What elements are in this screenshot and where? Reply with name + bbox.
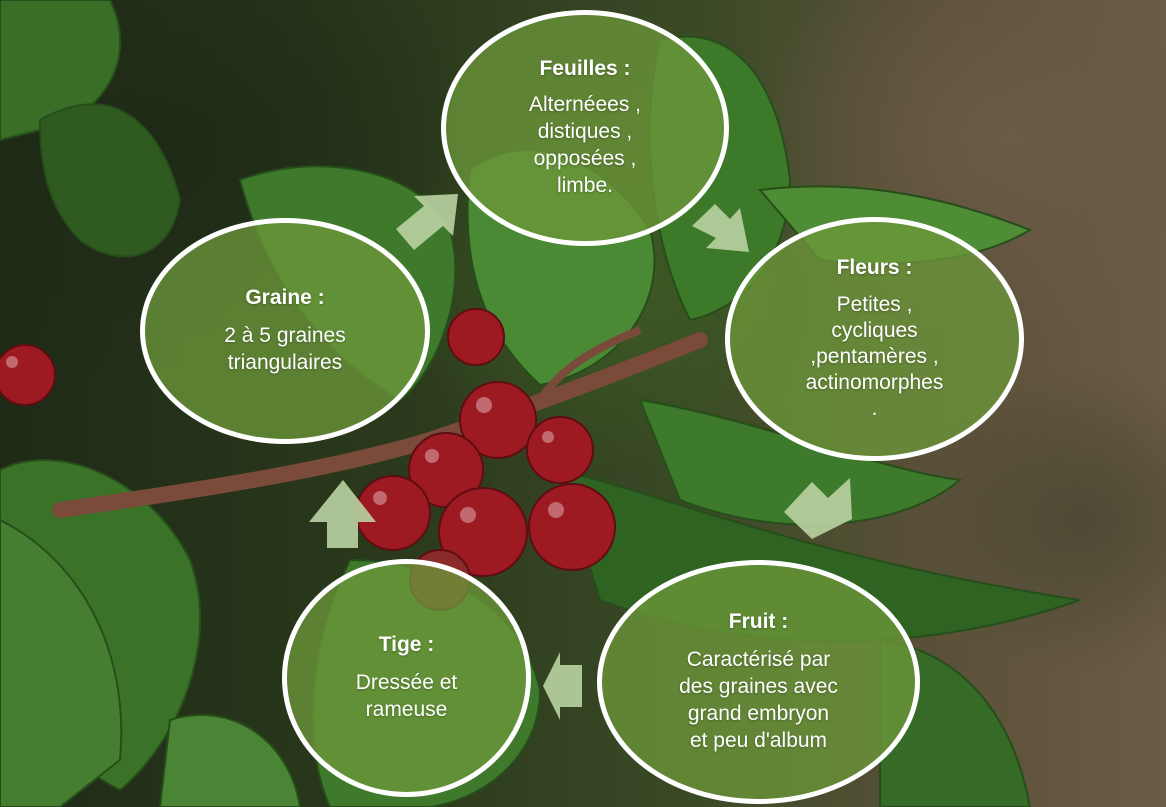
tige-text: Dressée et rameuse [356, 669, 458, 723]
fruit-text: Caractérisé par des graines avec grand e… [679, 646, 838, 754]
feuilles-title: Feuilles : [539, 57, 630, 81]
fleurs-node: Fleurs : Petites , cycliques ,pentamères… [725, 217, 1024, 461]
fruit-node: Fruit : Caractérisé par des graines avec… [597, 560, 920, 804]
tige-title: Tige : [379, 633, 435, 657]
feuilles-text: Alternéees , distiques , opposées , limb… [529, 91, 641, 199]
tige-node: Tige : Dressée et rameuse [282, 559, 531, 797]
fleurs-text: Petites , cycliques ,pentamères , actino… [806, 292, 944, 422]
fruit-title: Fruit : [729, 610, 788, 634]
graine-node: Graine : 2 à 5 graines triangulaires [140, 218, 430, 444]
fleurs-title: Fleurs : [837, 256, 913, 280]
feuilles-node: Feuilles : Alternéees , distiques , oppo… [441, 10, 729, 246]
graine-title: Graine : [245, 286, 324, 310]
graine-text: 2 à 5 graines triangulaires [224, 322, 345, 376]
